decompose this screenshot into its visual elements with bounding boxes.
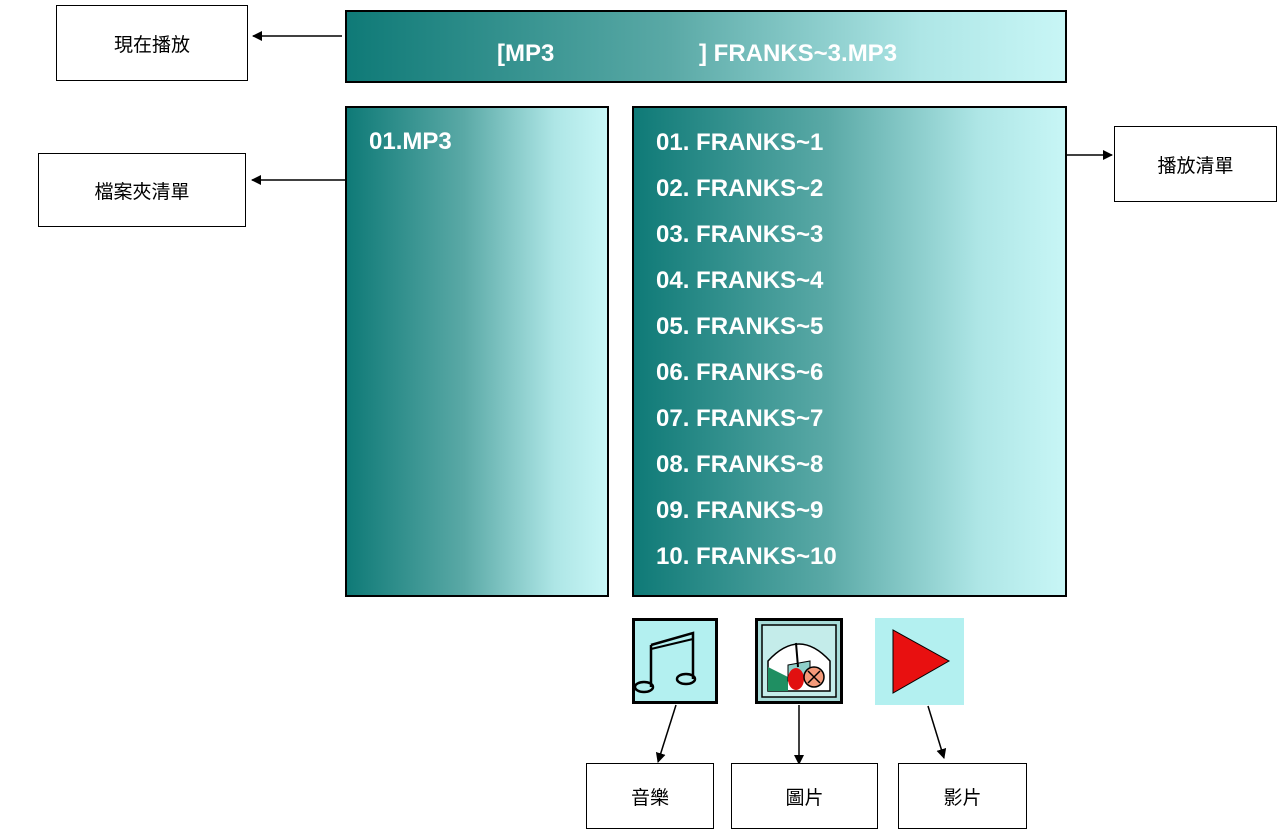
playlist-item[interactable]: 05. FRANKS~5 <box>656 313 824 340</box>
label-playlist: 播放清單 <box>1114 126 1277 202</box>
playlist-item[interactable]: 10. FRANKS~10 <box>656 543 837 570</box>
now-playing-folder: [MP3 <box>497 40 555 67</box>
playlist-item[interactable]: 04. FRANKS~4 <box>656 267 824 294</box>
playlist-panel: 01. FRANKS~1 02. FRANKS~2 03. FRANKS~3 0… <box>632 106 1067 597</box>
playlist-item[interactable]: 03. FRANKS~3 <box>656 221 824 248</box>
playlist-item[interactable]: 07. FRANKS~7 <box>656 405 824 432</box>
play-icon <box>892 629 951 694</box>
video-button[interactable] <box>875 618 964 705</box>
picture-icon <box>761 624 837 698</box>
playlist-item[interactable]: 09. FRANKS~9 <box>656 497 824 524</box>
playlist-item[interactable]: 01. FRANKS~1 <box>656 129 824 156</box>
label-now-playing: 現在播放 <box>56 5 248 81</box>
folder-list-panel: 01.MP3 <box>345 106 609 597</box>
playlist-item[interactable]: 06. FRANKS~6 <box>656 359 824 386</box>
label-music: 音樂 <box>586 763 714 829</box>
music-note-icon <box>633 631 697 694</box>
label-pictures: 圖片 <box>731 763 878 829</box>
music-button[interactable] <box>632 618 718 704</box>
folder-item[interactable]: 01.MP3 <box>369 128 452 155</box>
now-playing-file: ] FRANKS~3.MP3 <box>699 40 898 67</box>
label-video: 影片 <box>898 763 1027 829</box>
label-folder-list: 檔案夾清單 <box>38 153 246 227</box>
pictures-button[interactable] <box>755 618 843 704</box>
now-playing-bar: [MP3 ] FRANKS~3.MP3 <box>345 10 1067 83</box>
playlist-item[interactable]: 02. FRANKS~2 <box>656 175 824 202</box>
playlist-item[interactable]: 08. FRANKS~8 <box>656 451 824 478</box>
